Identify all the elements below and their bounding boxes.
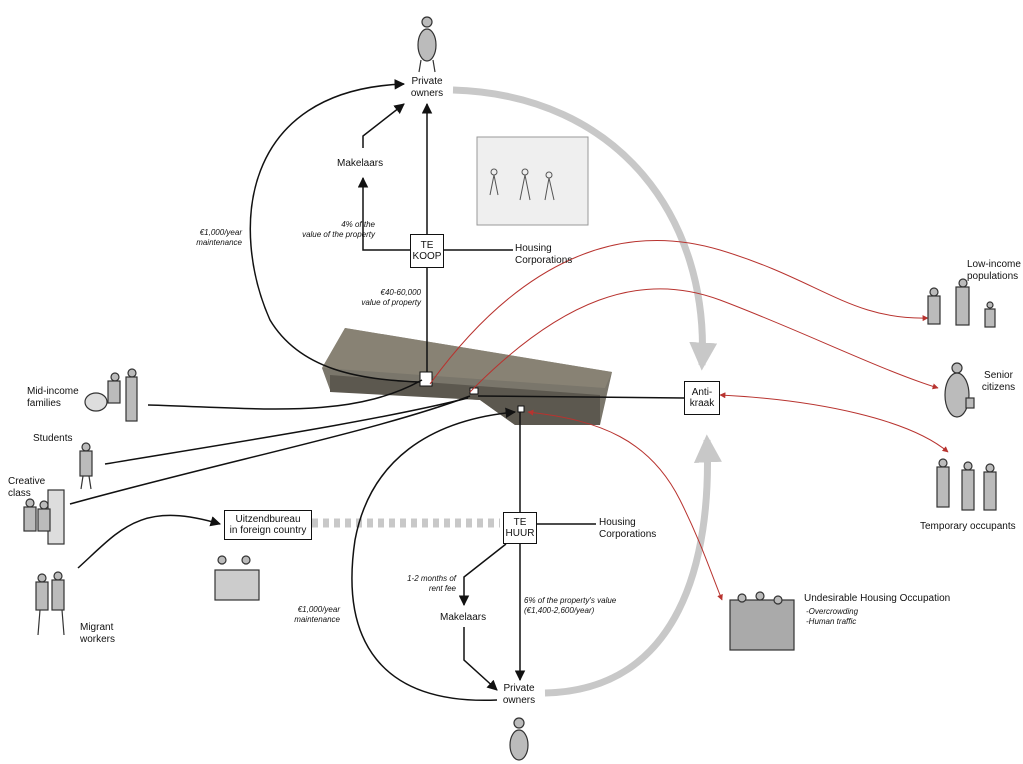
temporary-occupants-label: Temporary occupants <box>920 521 1016 532</box>
low-income-populations-label: Low-income populations <box>967 259 1021 282</box>
line-building-to-antikraak <box>477 395 685 399</box>
red-line-senior <box>469 288 939 393</box>
makelaars-top-label: Makelaars <box>337 158 384 169</box>
student-figure <box>79 442 93 490</box>
six-percent-note: 6% of the property's value (€1,400-2,600… <box>524 596 617 615</box>
value-property-note: €40-60,000 value of property <box>361 288 421 307</box>
street-scene-figures <box>489 168 555 201</box>
migrant-workers-label: Migrant workers <box>80 622 116 645</box>
gray-flow-top <box>452 86 718 371</box>
arrow-makelaars-to-owners-bottom <box>463 627 498 691</box>
private-owners-top-label: Private owners <box>410 76 444 99</box>
temporary-occupants-figure <box>936 458 997 511</box>
line-families <box>147 379 423 410</box>
gray-flow-bottom <box>544 434 722 697</box>
senior-citizen-figure <box>944 362 975 418</box>
te-koop-box: TE KOOP <box>410 234 444 268</box>
mid-income-family-figure <box>84 368 138 422</box>
anti-kraak-box: Anti- kraak <box>684 381 720 415</box>
mid-income-families-label: Mid-income families <box>27 386 79 409</box>
housing-corporations-top-label: Housing Corporations <box>515 243 573 266</box>
private-owner-top-figure <box>417 16 437 73</box>
line-students <box>104 397 469 465</box>
red-line-low-income <box>429 240 929 385</box>
undesirable-items-note: -Overcrowding -Human traffic <box>806 607 859 626</box>
undesirable-housing-title: Undesirable Housing Occupation <box>804 593 951 604</box>
rent-fee-note: 1-2 months of rent fee <box>407 574 456 593</box>
creative-class-figure <box>23 489 65 545</box>
uitzendbureau-office-figure <box>214 555 260 601</box>
low-income-figure <box>927 278 996 328</box>
arrow-huur-to-makelaars <box>458 543 507 607</box>
undesirable-occupation-crowd-figure <box>729 591 795 651</box>
private-owners-bottom-label: Private owners <box>502 683 536 706</box>
senior-citizens-label: Senior citizens <box>981 370 1016 393</box>
uitzendbureau-box: Uitzendbureau in foreign country <box>224 510 312 540</box>
te-huur-box: TE HUUR <box>503 512 537 544</box>
four-percent-note: 4% of the value of the property <box>302 220 375 239</box>
maintenance-top-note: €1,000/year maintenance <box>196 228 242 247</box>
arrow-owners-maintenance-top <box>249 79 421 383</box>
maintenance-bottom-note: €1,000/year maintenance <box>294 605 340 624</box>
red-line-temporary <box>719 392 949 453</box>
housing-corporations-bottom-label: Housing Corporations <box>599 517 657 540</box>
line-creative <box>69 395 471 505</box>
street-scene-illustration <box>476 136 589 226</box>
arrow-makelaars-to-owners <box>362 103 405 148</box>
makelaars-bottom-label: Makelaars <box>440 612 487 623</box>
red-line-undesirable <box>527 409 723 601</box>
private-owner-bottom-figure <box>509 717 529 761</box>
migrant-workers-figure <box>35 571 65 636</box>
line-migrants <box>77 514 222 569</box>
creative-class-label: Creative class <box>8 476 46 499</box>
arrow-koop-to-makelaars <box>357 176 410 251</box>
students-label: Students <box>33 433 73 444</box>
arrow-owners-maintenance-bottom <box>351 407 517 701</box>
